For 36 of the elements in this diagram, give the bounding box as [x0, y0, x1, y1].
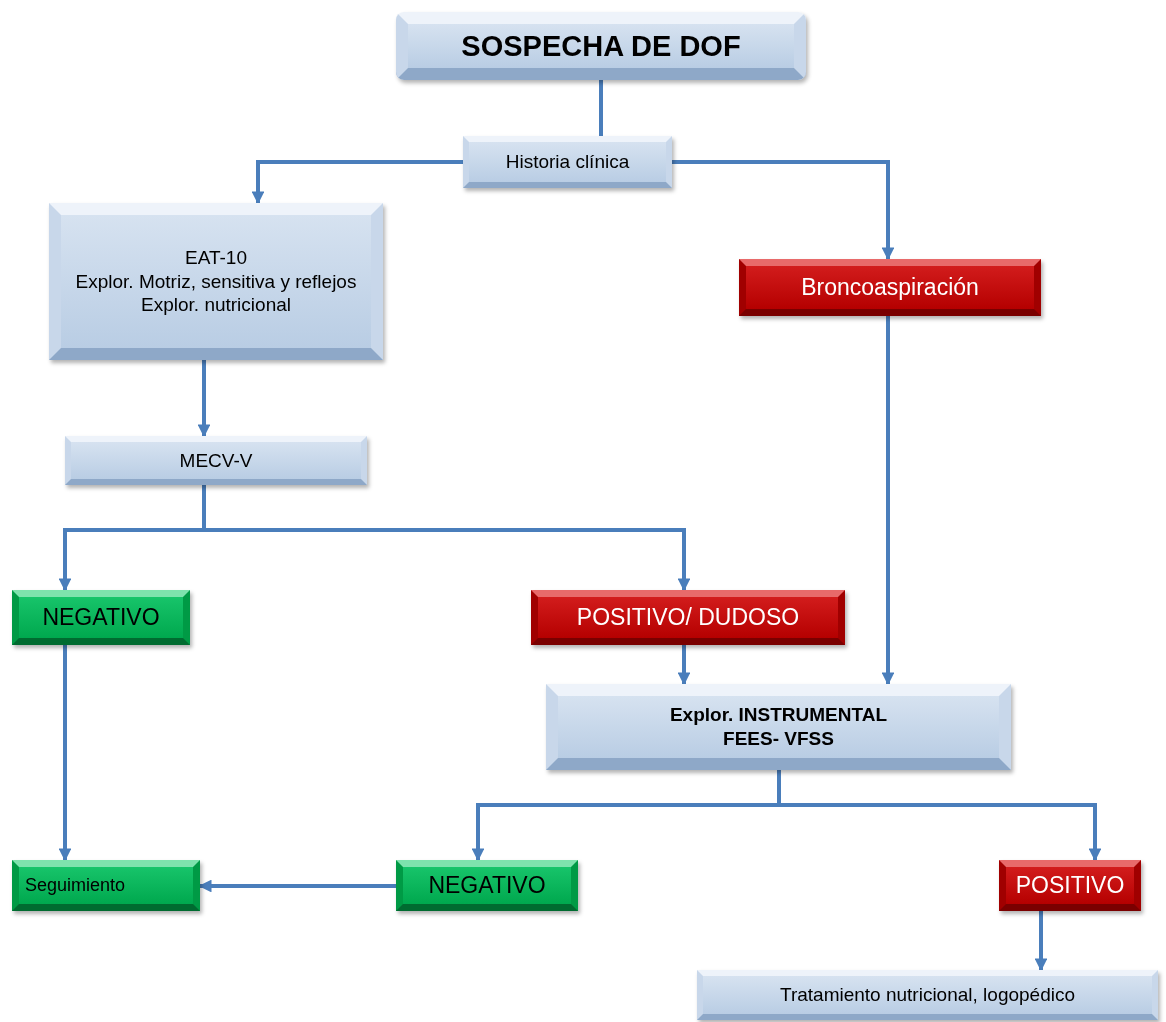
result-box [12, 590, 190, 645]
box-text: NEGATIVO [428, 871, 546, 900]
arrow [1034, 911, 1048, 972]
arrow [251, 160, 463, 205]
arrow [197, 360, 211, 438]
result-box [396, 860, 578, 911]
process-box [697, 970, 1158, 1020]
result-box [531, 590, 845, 645]
alert-box [739, 259, 1041, 316]
box-text: Explor. Motriz, sensitiva y reflejos [75, 269, 357, 294]
box-text: EAT-10 [185, 245, 247, 270]
process-box [546, 684, 1011, 770]
box-text: SOSPECHA DE DOF [461, 28, 741, 64]
process-box [463, 136, 672, 188]
box-text: Tratamiento nutricional, logopédico [780, 983, 1075, 1007]
box-text: NEGATIVO [42, 603, 160, 632]
start-box [396, 12, 806, 80]
box-text: Explor. nutricional [141, 293, 291, 318]
arrow [881, 316, 895, 686]
box-text: Broncoaspiración [801, 273, 979, 302]
arrow [777, 770, 1102, 862]
arrow [672, 160, 895, 261]
arrow [198, 879, 396, 893]
result-box [12, 860, 200, 911]
box-text: FEES- VFSS [723, 727, 834, 751]
result-box [999, 860, 1141, 911]
box-text: POSITIVO [1015, 871, 1125, 900]
box-text: POSITIVO/ DUDOSO [576, 603, 800, 632]
arrow [677, 645, 691, 686]
box-text: Seguimiento [25, 874, 126, 897]
process-box [65, 436, 367, 485]
box-text: MECV-V [179, 448, 253, 473]
process-box [49, 203, 383, 360]
arrow [58, 645, 72, 862]
box-text: Historia clínica [505, 150, 630, 174]
box-text: Explor. INSTRUMENTAL [669, 703, 888, 727]
